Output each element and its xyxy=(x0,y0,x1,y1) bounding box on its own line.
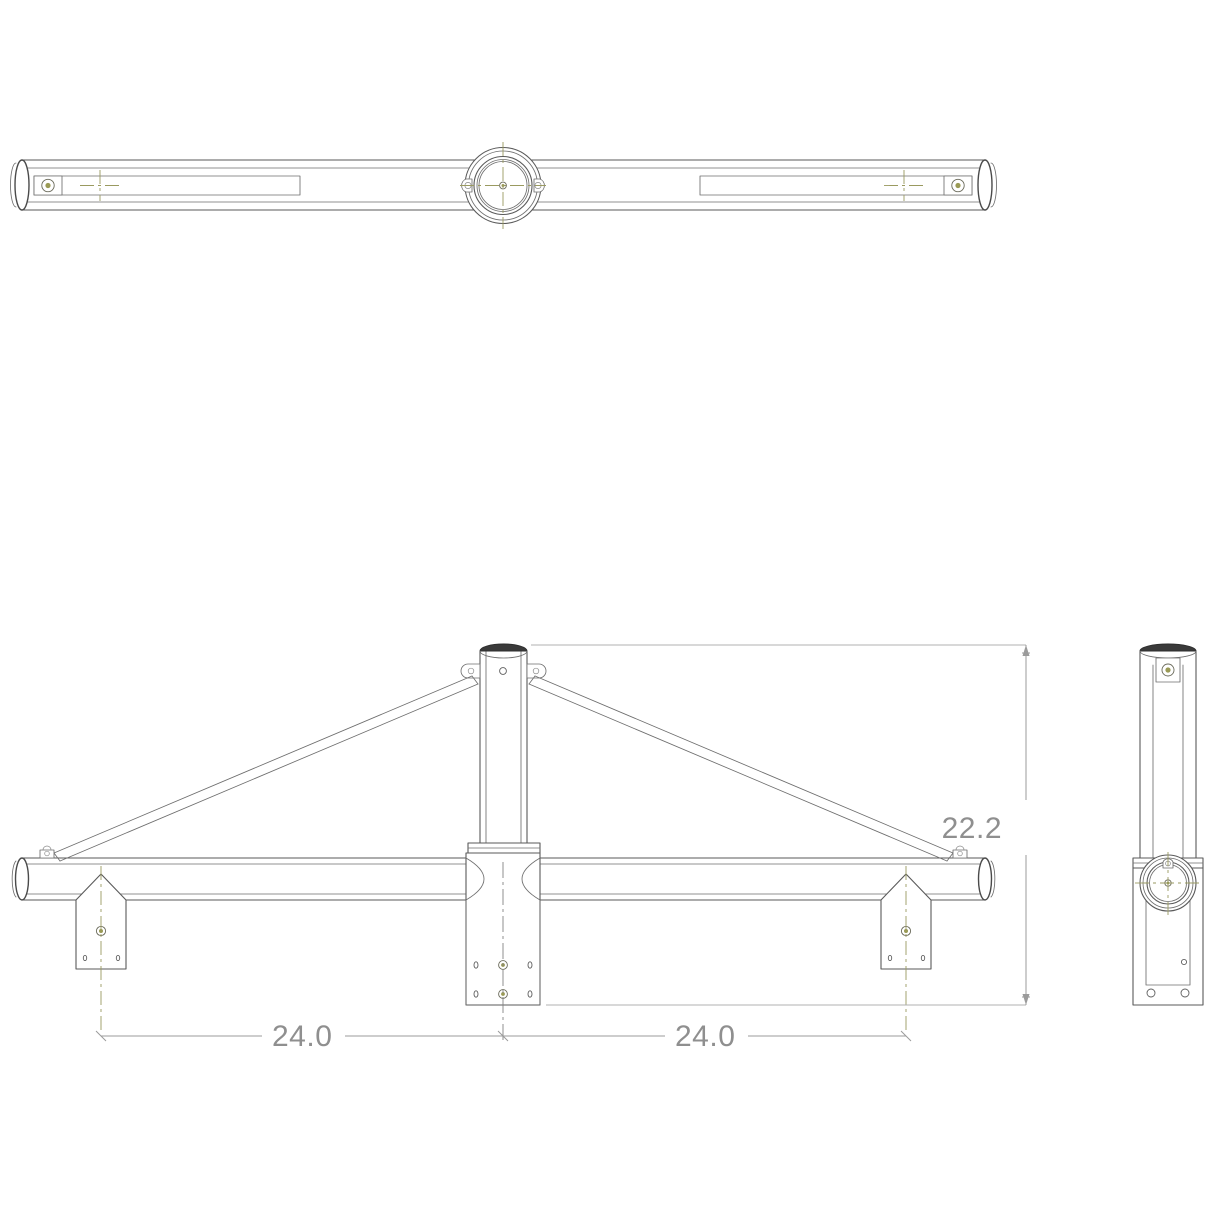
top-view-hub xyxy=(460,142,546,229)
front-view-right-diagonal-brace xyxy=(528,675,954,862)
front-view-left-endcap xyxy=(11,857,30,901)
front-view-right-bracket xyxy=(880,866,932,1030)
front-view-mast-brace-lug-right xyxy=(526,663,547,679)
front-view-left-bracket xyxy=(75,866,127,1030)
front-view-right-endcap xyxy=(977,857,996,901)
front-view-right-brace-foot xyxy=(952,845,968,859)
front-view-mast xyxy=(479,650,528,846)
side-view xyxy=(1132,643,1204,1006)
front-view-left-diagonal-brace xyxy=(53,675,479,862)
top-view-right-crosshair xyxy=(884,170,924,201)
front-view-mast-cap xyxy=(479,643,528,659)
side-view-base-small-hole xyxy=(1180,958,1188,966)
top-view xyxy=(10,142,997,229)
front-view-mast-hole xyxy=(499,667,507,675)
front-view-base-holes xyxy=(473,960,533,999)
side-view-base-bottom-holes xyxy=(1146,988,1190,998)
top-view-right-bolt xyxy=(951,178,965,193)
front-view xyxy=(11,643,996,1040)
front-view-left-brace-foot xyxy=(39,845,55,859)
dimension-overall-height-value: 22.2 xyxy=(942,812,1002,845)
dimension-left-span-value: 24.0 xyxy=(272,1020,332,1053)
side-view-hub xyxy=(1135,852,1201,915)
dimension-right-span-value: 24.0 xyxy=(675,1020,735,1053)
dimension-annotations: 24.0 24.0 22.2 xyxy=(95,644,1030,1053)
top-view-right-endcap xyxy=(977,159,997,211)
dimension-right-span: 24.0 xyxy=(503,1020,912,1053)
top-view-left-bolt xyxy=(41,178,55,193)
dimension-left-span: 24.0 xyxy=(95,1020,509,1053)
front-view-mast-flange xyxy=(467,842,541,854)
top-view-left-crosshair xyxy=(80,170,120,201)
top-view-left-endcap xyxy=(10,159,30,211)
side-view-upper-bolt xyxy=(1155,657,1181,683)
dimension-overall-height: 22.2 xyxy=(531,644,1030,1006)
front-view-mast-brace-lug-left xyxy=(460,663,481,679)
